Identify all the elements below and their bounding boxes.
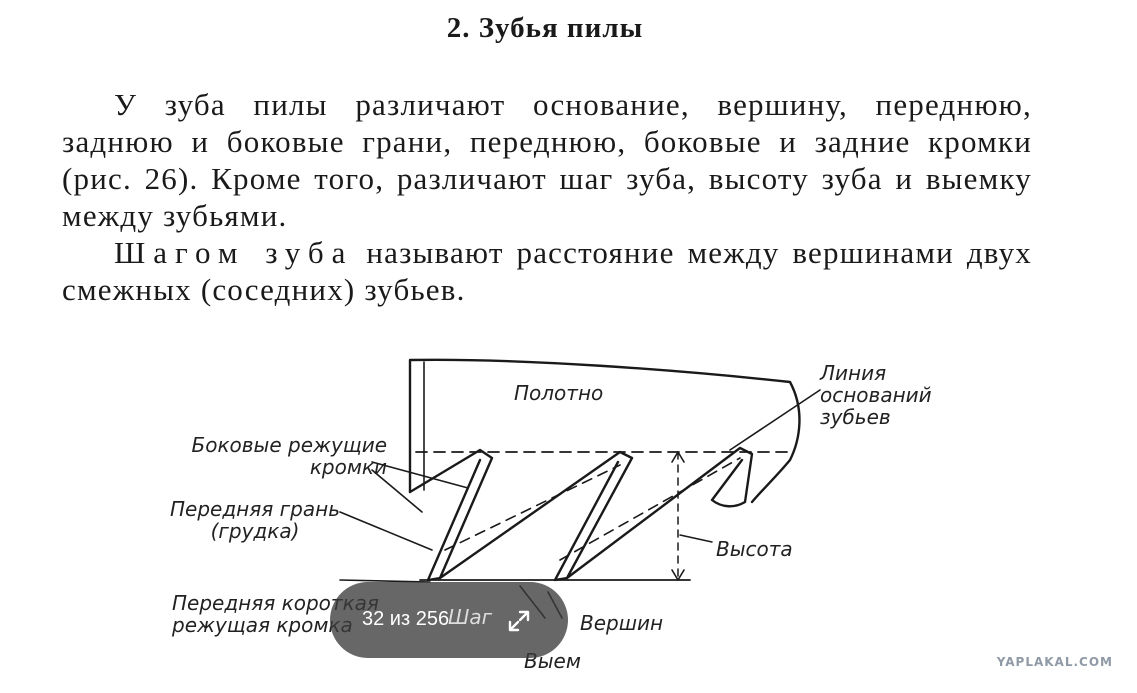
image-viewer-overlay: 32 из 256 Шаг bbox=[330, 582, 568, 658]
label-pitch: Шаг bbox=[448, 605, 493, 629]
label-tips: Вершин bbox=[580, 611, 664, 635]
label-side-edges: Боковые режущие кромки bbox=[191, 433, 387, 479]
saw-tooth-figure: Полотно Линия оснований зубьев Боковые р… bbox=[0, 330, 1137, 693]
label-base-line: Линия оснований зубьев bbox=[820, 361, 932, 429]
label-front-face: Передняя грань (грудка) bbox=[170, 497, 340, 543]
section-heading: 2. Зубья пилы bbox=[446, 12, 644, 44]
image-counter: 32 из 256 bbox=[362, 608, 450, 630]
expand-icon-glyph bbox=[508, 610, 530, 632]
watermark: YAPLAKAL.COM bbox=[996, 655, 1113, 669]
term-pitch: Шагом зуба bbox=[114, 235, 354, 270]
paragraph-2: Шагом зуба называют расстояние между вер… bbox=[62, 234, 1032, 308]
label-blade: Полотно bbox=[514, 381, 604, 405]
paragraph-1: У зуба пилы различают основание, вершину… bbox=[62, 87, 1032, 233]
label-height: Высота bbox=[716, 537, 793, 561]
expand-icon[interactable] bbox=[506, 608, 532, 634]
paragraph-2-text: называют расстояние между вершинами двух… bbox=[62, 235, 1032, 307]
label-front-short-edge: Передняя короткая режущая кромка bbox=[172, 591, 379, 637]
